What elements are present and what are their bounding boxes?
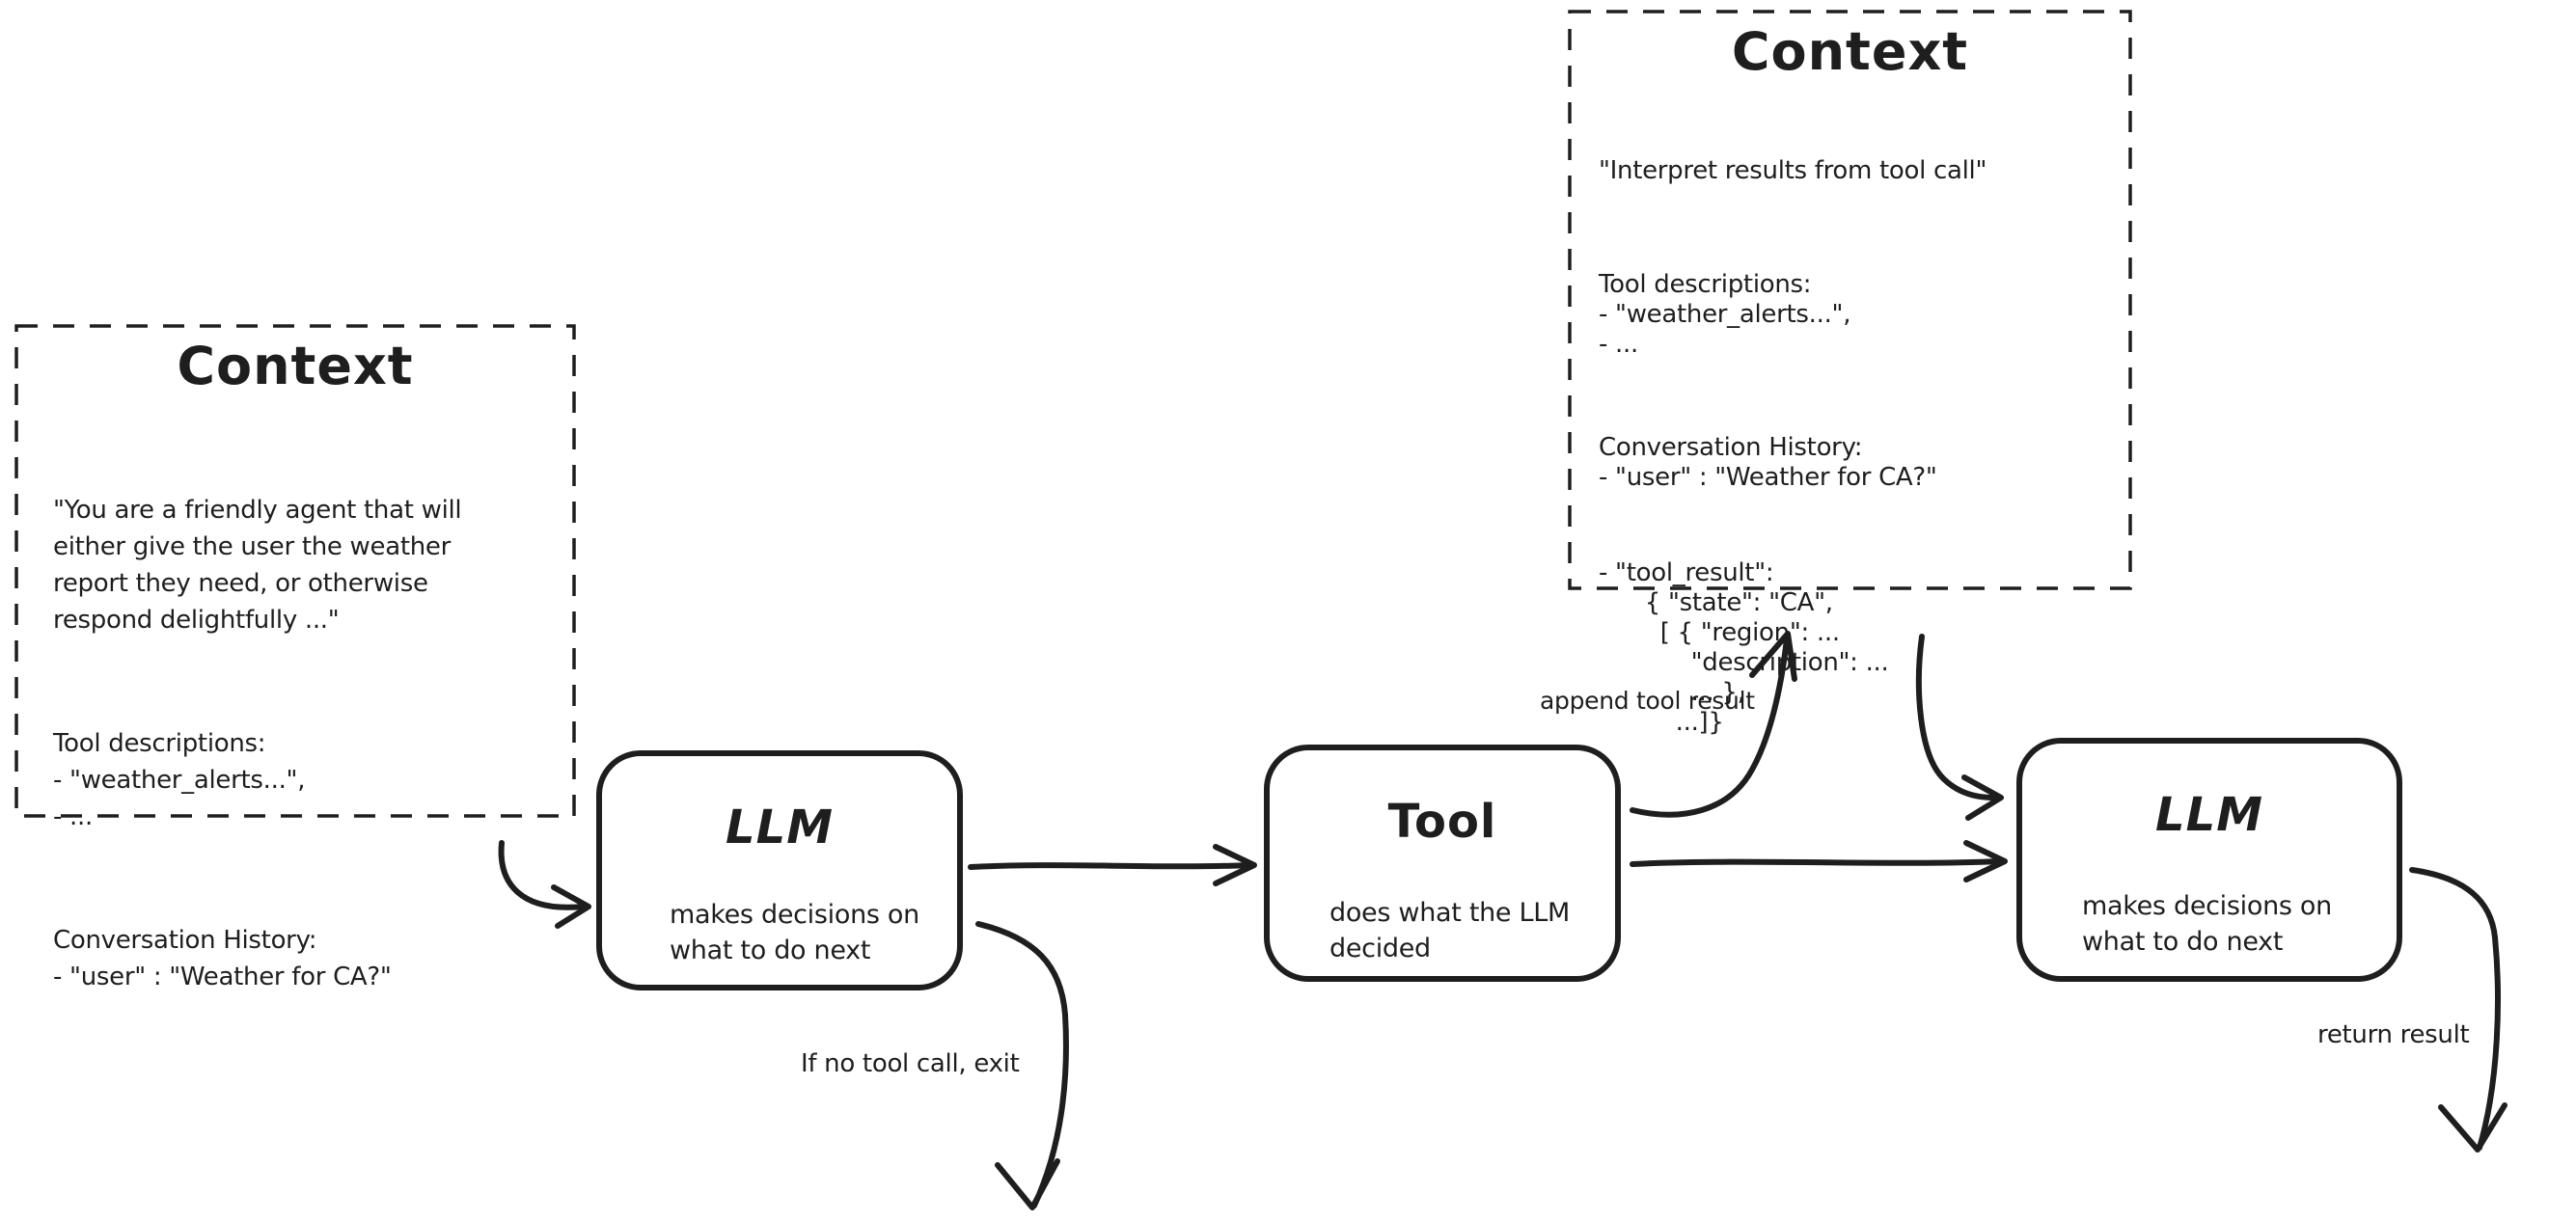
context-left-history: Conversation History: - "user" : "Weathe… [53, 926, 392, 991]
node-tool: Tool does what the LLM decided [1264, 745, 1621, 982]
node-llm-2-subtitle: makes decisions on what to do next [2082, 891, 2332, 957]
context-left-box: Context "You are a friendly agent that w… [16, 326, 574, 991]
context-top-tool-result: - "tool_result": { "state": "CA", [ { "r… [1599, 558, 1889, 737]
arrow-tool-to-context-top [1630, 631, 1797, 818]
arrow-llm1-exit [975, 921, 1069, 1210]
arrow-llm1-to-tool [968, 844, 1257, 886]
node-llm-1-subtitle: makes decisions on what to do next [670, 900, 919, 965]
arrow-llm2-return [2409, 867, 2507, 1153]
context-left-title: Context [177, 336, 414, 396]
label-append-tool-result: append tool result [1540, 687, 1755, 715]
context-top-tools: Tool descriptions: - "weather_alerts..."… [1599, 270, 1851, 359]
node-llm-2-title: LLM [2155, 788, 2263, 842]
context-top-intro: "Interpret results from tool call" [1599, 156, 1987, 185]
arrow-context-left-to-llm1 [498, 840, 591, 929]
context-top-history: Conversation History: - "user" : "Weathe… [1599, 433, 1937, 492]
arrow-context-top-to-llm2 [1915, 634, 2004, 821]
context-left-body: "You are a friendly agent that will eith… [53, 419, 462, 1082]
context-top-border [1568, 10, 2132, 590]
node-llm-1-title: LLM [726, 800, 834, 855]
node-tool-title: Tool [1387, 795, 1497, 849]
node-llm-2: LLM makes decisions on what to do next [2016, 738, 2402, 982]
label-return-result: return result [2317, 1020, 2470, 1049]
node-tool-subtitle: does what the LLM decided [1329, 898, 1571, 963]
context-left-intro: "You are a friendly agent that will eith… [53, 496, 462, 635]
context-left-border [14, 324, 576, 818]
context-top-body: "Interpret results from tool call" Tool … [1599, 96, 1987, 811]
context-top-box: Context "Interpret results from tool cal… [1570, 12, 2130, 737]
context-top-title: Context [1731, 21, 1969, 82]
label-if-no-tool-call-exit: If no tool call, exit [801, 1049, 1020, 1078]
node-llm-1: LLM makes decisions on what to do next [596, 750, 963, 990]
arrow-tool-to-llm2 [1630, 840, 2008, 882]
context-left-tools: Tool descriptions: - "weather_alerts..."… [53, 729, 306, 831]
